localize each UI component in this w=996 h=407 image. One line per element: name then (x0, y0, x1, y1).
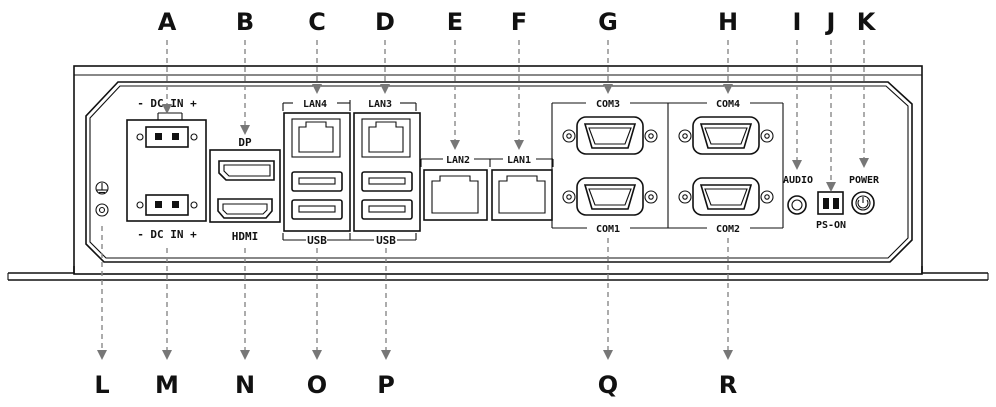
dp-label: DP (238, 136, 252, 149)
lan-usb-stack (282, 100, 421, 241)
callout-p: P (377, 371, 395, 399)
com3-label: COM3 (596, 99, 620, 110)
ps-on-label: PS-ON (816, 220, 846, 231)
callout-e: E (447, 8, 463, 36)
callout-a: A (158, 8, 177, 36)
power-button (851, 191, 875, 215)
callout-d: D (375, 8, 395, 36)
callout-b: B (236, 8, 254, 36)
callout-h: H (718, 8, 738, 36)
chassis (73, 65, 923, 275)
lan1-label: LAN1 (507, 155, 531, 166)
callout-l: L (94, 371, 109, 399)
dp-hdmi-connectors (209, 149, 281, 223)
lan3-label: LAN3 (368, 99, 392, 110)
callout-f: F (511, 8, 527, 36)
lan1-lan2-ports (420, 158, 554, 221)
callout-k: K (857, 8, 877, 36)
leader-lines-bottom (97, 226, 733, 360)
dc-in-connectors (126, 112, 207, 222)
callout-c: C (308, 8, 326, 36)
usb-left-label: USB (307, 234, 327, 247)
lan4-label: LAN4 (303, 99, 327, 110)
mounting-flange (7, 266, 989, 281)
dc-in-bottom-label: - DC IN + (137, 228, 197, 241)
callout-q: Q (598, 371, 618, 399)
callout-j: J (825, 8, 836, 36)
audio-jack (787, 195, 807, 215)
callouts-top: A B C D E F G H I J K (158, 8, 877, 36)
ps-on-switch (817, 191, 844, 215)
callout-i: I (793, 8, 802, 36)
callout-n: N (235, 371, 255, 399)
power-label: POWER (849, 175, 880, 186)
ground-icon (95, 181, 109, 217)
usb-right-label: USB (376, 234, 396, 247)
com4-label: COM4 (716, 99, 740, 110)
com1-label: COM1 (596, 224, 620, 235)
callout-r: R (719, 371, 737, 399)
lan2-label: LAN2 (446, 155, 470, 166)
com2-label: COM2 (716, 224, 740, 235)
callout-o: O (307, 371, 327, 399)
com-ports (551, 102, 784, 229)
callout-g: G (598, 8, 618, 36)
leader-lines-top (162, 40, 869, 192)
hdmi-label: HDMI (232, 230, 259, 243)
callouts-bottom: L M N O P Q R (94, 371, 737, 399)
callout-m: M (155, 371, 179, 399)
audio-label: AUDIO (783, 175, 813, 186)
